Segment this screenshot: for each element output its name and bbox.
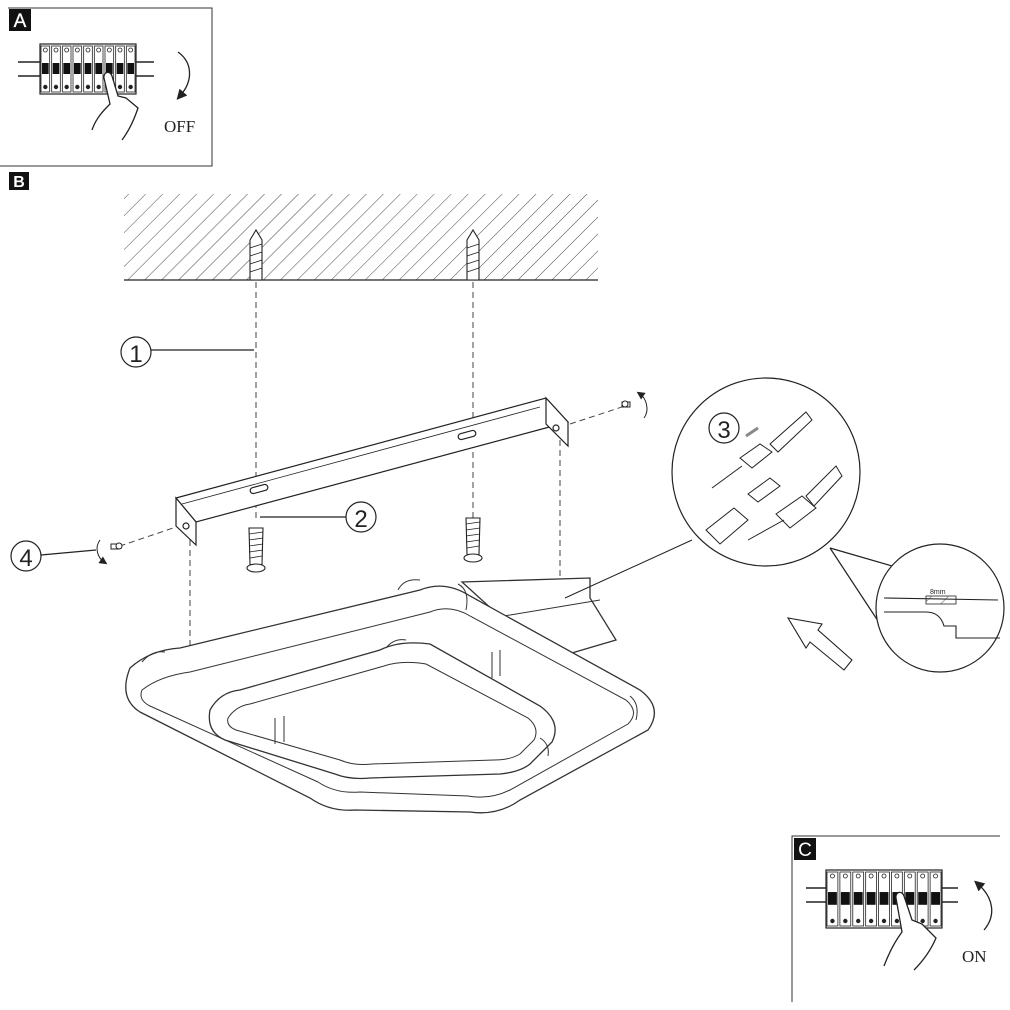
breaker-terminal bbox=[85, 84, 91, 90]
panel-a: A OFF bbox=[0, 7, 213, 167]
panel-a-letter: A bbox=[14, 11, 27, 32]
breaker-terminal bbox=[64, 84, 69, 90]
panel-c-letter: C bbox=[798, 840, 812, 861]
breaker-switch bbox=[866, 892, 876, 905]
rotate-down-arrow-icon bbox=[176, 51, 191, 100]
screw-right bbox=[463, 517, 483, 563]
breaker-switch bbox=[127, 63, 134, 74]
breaker-terminal bbox=[894, 918, 900, 924]
breaker-switch bbox=[106, 63, 113, 74]
breaker-terminal bbox=[42, 47, 48, 53]
off-label: OFF bbox=[164, 117, 195, 136]
breaker-switch bbox=[918, 892, 928, 905]
breaker-terminal bbox=[933, 918, 938, 924]
callout-4-number: 4 bbox=[19, 545, 32, 572]
on-label: ON bbox=[962, 947, 987, 966]
breaker-terminal bbox=[881, 918, 887, 924]
side-screw-left bbox=[96, 539, 123, 565]
mounting-bracket bbox=[174, 396, 570, 547]
breaker-terminal bbox=[933, 873, 938, 879]
wall-plug-right bbox=[466, 228, 480, 281]
wiring-detail: 3 bbox=[564, 377, 861, 599]
breaker-switch bbox=[840, 892, 850, 905]
breaker-terminal bbox=[85, 47, 91, 53]
callout-1-number: 1 bbox=[129, 341, 142, 368]
insert-arrow-icon bbox=[745, 426, 759, 438]
screw-left bbox=[246, 527, 266, 573]
breaker-terminal bbox=[96, 84, 101, 90]
callout-1: 1 bbox=[120, 336, 254, 368]
breaker-switch bbox=[52, 63, 60, 74]
breaker-switch bbox=[95, 63, 102, 74]
hand-icon bbox=[91, 71, 139, 141]
rotate-up-arrow-icon bbox=[974, 880, 993, 931]
breaker-terminal bbox=[128, 47, 134, 53]
breaker-terminal bbox=[843, 918, 848, 924]
direction-arrow-icon bbox=[786, 617, 853, 671]
breaker-terminal bbox=[868, 873, 874, 879]
breaker-switch bbox=[905, 892, 915, 905]
breaker-switch bbox=[116, 63, 124, 74]
ceiling-lamp bbox=[125, 577, 656, 814]
breaker-terminal bbox=[856, 918, 861, 924]
breaker-switch bbox=[931, 892, 940, 905]
hand-icon bbox=[883, 891, 937, 971]
callout-2: 2 bbox=[260, 501, 377, 533]
breaker-switch bbox=[853, 892, 863, 905]
panel-c-label-box bbox=[794, 838, 816, 860]
wall-plug-left bbox=[249, 228, 263, 281]
strip-length-detail: 8mm bbox=[829, 543, 1005, 673]
panel-a-label-box bbox=[9, 9, 31, 31]
ceiling bbox=[124, 194, 598, 281]
breaker-terminal bbox=[43, 84, 48, 90]
side-screw-right bbox=[621, 391, 648, 419]
breaker-panel-on bbox=[806, 869, 958, 929]
breaker-switch bbox=[84, 63, 92, 74]
breaker-terminal bbox=[830, 918, 835, 924]
breaker-terminal bbox=[830, 873, 835, 879]
breaker-terminal bbox=[868, 918, 874, 924]
breaker-terminal bbox=[117, 84, 123, 90]
breaker-panel-off bbox=[18, 43, 154, 95]
breaker-terminal bbox=[96, 47, 102, 53]
breaker-switch bbox=[63, 63, 70, 74]
breaker-terminal bbox=[64, 47, 70, 53]
breaker-terminal bbox=[128, 84, 133, 90]
strip-length-label: 8mm bbox=[930, 589, 946, 596]
breaker-terminal bbox=[75, 84, 80, 90]
callout-4: 4 bbox=[10, 540, 97, 572]
breaker-terminal bbox=[106, 47, 112, 53]
breaker-terminal bbox=[74, 47, 80, 53]
breaker-switch bbox=[42, 63, 49, 74]
breaker-terminal bbox=[842, 873, 848, 879]
breaker-terminal bbox=[881, 873, 887, 879]
breaker-terminal bbox=[907, 873, 913, 879]
breaker-switch bbox=[74, 63, 81, 74]
callout-3-number: 3 bbox=[717, 417, 730, 444]
breaker-terminal bbox=[855, 873, 861, 879]
panel-b-letter: B bbox=[13, 174, 25, 191]
breaker-terminal bbox=[894, 873, 900, 879]
breaker-terminal bbox=[920, 918, 925, 924]
breaker-terminal bbox=[920, 873, 926, 879]
breaker-terminal bbox=[53, 47, 59, 53]
breaker-switch bbox=[879, 892, 889, 905]
breaker-switch bbox=[828, 892, 837, 905]
breaker-terminal bbox=[53, 84, 59, 90]
panel-c: C ON bbox=[791, 835, 1000, 1002]
breaker-terminal bbox=[117, 47, 123, 53]
panel-b-label-box bbox=[9, 172, 29, 190]
callout-2-number: 2 bbox=[354, 506, 367, 533]
alignment-lines bbox=[119, 282, 626, 648]
